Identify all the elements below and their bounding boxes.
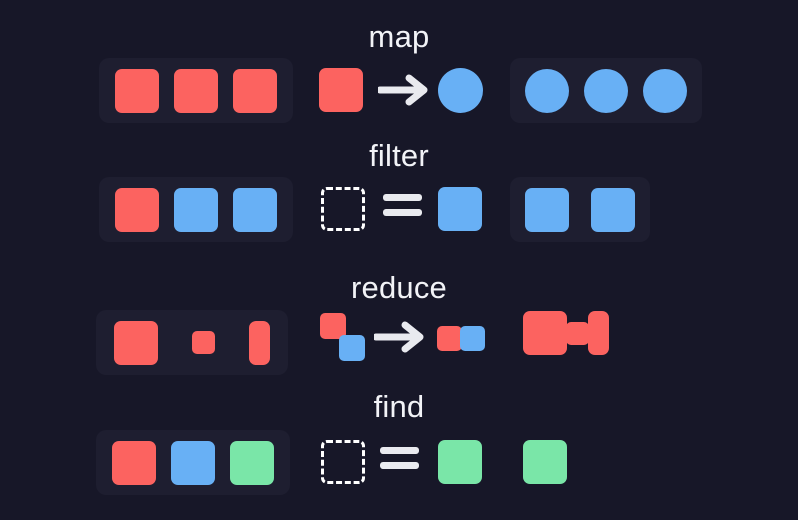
map-output-item-2 xyxy=(584,68,628,113)
find-input-panel xyxy=(96,430,290,495)
map-rule-target-circle xyxy=(438,68,483,113)
filter-output-item-1 xyxy=(525,187,569,232)
reduce-output-part-large xyxy=(523,311,567,355)
reduce-rule-result-red xyxy=(437,326,462,351)
reduce-output-part-tall xyxy=(588,311,609,355)
reduce-input-item-1 xyxy=(114,320,158,365)
map-output-item-1 xyxy=(525,68,569,113)
find-output-item-1 xyxy=(523,440,567,484)
map-output-item-3 xyxy=(643,68,687,113)
find-input-item-2 xyxy=(171,440,215,485)
row-title-find: find xyxy=(373,389,425,424)
row-find: find xyxy=(0,370,798,520)
reduce-rule-accumulator-square xyxy=(320,313,346,339)
filter-input-panel xyxy=(99,177,293,242)
map-input-item-2 xyxy=(174,68,218,113)
find-rule-placeholder-square xyxy=(321,440,365,484)
map-output-panel xyxy=(510,58,702,123)
find-rule-target-square xyxy=(438,440,482,484)
arrow-right-icon xyxy=(374,321,424,353)
row-title-map: map xyxy=(368,19,430,54)
arrow-right-icon xyxy=(378,74,428,106)
map-input-panel xyxy=(99,58,293,123)
row-map: map xyxy=(0,0,798,140)
map-input-item-1 xyxy=(115,68,159,113)
reduce-rule-result-blue xyxy=(460,326,485,351)
filter-input-item-2 xyxy=(174,187,218,232)
map-rule-source-square xyxy=(319,68,363,112)
reduce-input-item-3 xyxy=(249,320,270,365)
filter-input-item-3 xyxy=(233,187,277,232)
filter-rule-target-square xyxy=(438,187,482,231)
reduce-input-item-2 xyxy=(192,331,215,354)
filter-rule-placeholder-square xyxy=(321,187,365,231)
row-title-reduce: reduce xyxy=(351,270,447,305)
equals-icon xyxy=(383,194,422,216)
find-input-item-3 xyxy=(230,440,274,485)
row-title-filter: filter xyxy=(369,138,429,173)
row-filter: filter xyxy=(0,119,798,259)
row-reduce: reduce xyxy=(0,251,798,391)
filter-output-panel xyxy=(510,177,650,242)
map-input-item-3 xyxy=(233,68,277,113)
filter-input-item-1 xyxy=(115,187,159,232)
reduce-rule-current-square xyxy=(339,335,365,361)
filter-output-item-2 xyxy=(591,187,635,232)
reduce-input-panel xyxy=(96,310,288,375)
reduce-output-part-small xyxy=(566,322,589,345)
find-input-item-1 xyxy=(112,440,156,485)
equals-icon xyxy=(380,447,419,469)
